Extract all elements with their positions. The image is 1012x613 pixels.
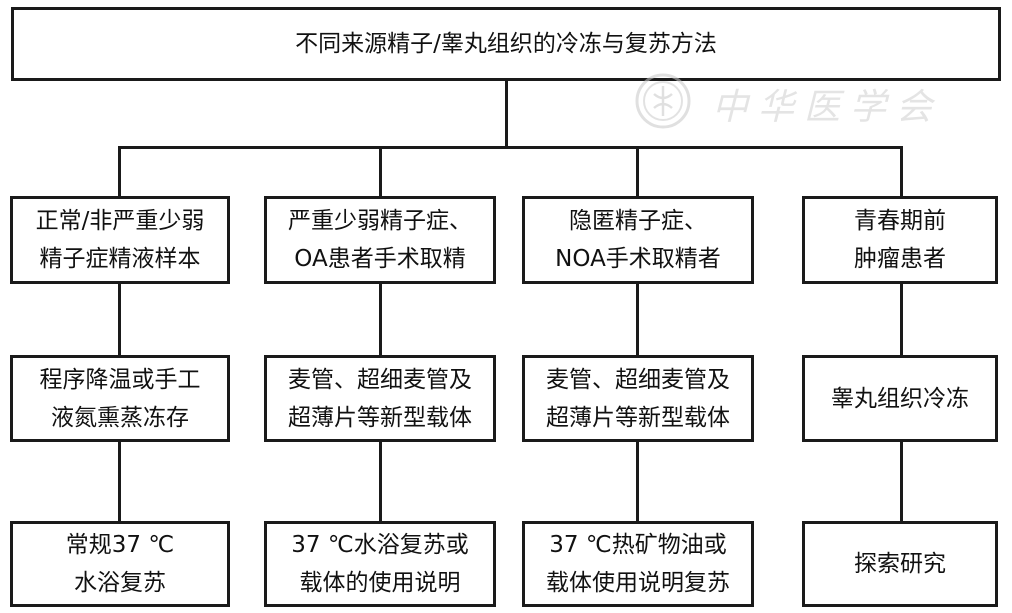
source-box-col4: 青春期前 肿瘤患者 <box>802 196 998 284</box>
source-to-freeze-connector-col3 <box>636 283 639 355</box>
freeze-text-col1: 程序降温或手工 液氮熏蒸冻存 <box>39 366 201 431</box>
freeze-text-col2: 麦管、超细麦管及 超薄片等新型载体 <box>288 366 472 431</box>
seal-logo-icon <box>635 73 691 129</box>
root-title: 不同来源精子/睾丸组织的冷冻与复苏方法 <box>295 31 717 57</box>
thaw-text-col4: 探索研究 <box>854 551 946 577</box>
freeze-to-thaw-connector-col2 <box>379 441 382 521</box>
source-box-col1: 正常/非严重少弱 精子症精液样本 <box>10 196 230 284</box>
source-text-col4: 青春期前 肿瘤患者 <box>854 208 946 272</box>
source-text-col1: 正常/非严重少弱 精子症精液样本 <box>35 208 205 272</box>
thaw-box-col4: 探索研究 <box>802 521 998 607</box>
source-text-col3: 隐匿精子症、 NOA手术取精者 <box>555 208 721 272</box>
root-title-box: 不同来源精子/睾丸组织的冷冻与复苏方法 <box>11 7 1001 81</box>
root-stem-connector <box>505 80 508 148</box>
freeze-text-col4: 睾丸组织冷冻 <box>831 385 969 412</box>
source-text-col2: 严重少弱精子症、 OA患者手术取精 <box>288 208 472 272</box>
freeze-box-col2: 麦管、超细麦管及 超薄片等新型载体 <box>264 355 496 442</box>
watermark: 中华医学会 <box>632 72 952 130</box>
source-to-freeze-connector-col4 <box>900 283 903 355</box>
source-to-freeze-connector-col1 <box>118 283 121 355</box>
drop-connector-col2 <box>379 146 382 196</box>
drop-connector-col1 <box>118 146 121 196</box>
drop-connector-col4 <box>900 146 903 196</box>
horizontal-bus-connector <box>118 146 903 149</box>
thaw-text-col1: 常规37 ℃ 水浴复苏 <box>65 532 175 596</box>
freeze-box-col1: 程序降温或手工 液氮熏蒸冻存 <box>10 355 230 442</box>
thaw-box-col3: 37 ℃热矿物油或 载体使用说明复苏 <box>522 521 754 607</box>
thaw-box-col1: 常规37 ℃ 水浴复苏 <box>10 521 230 607</box>
source-box-col3: 隐匿精子症、 NOA手术取精者 <box>522 196 754 284</box>
drop-connector-col3 <box>636 146 639 196</box>
freeze-to-thaw-connector-col1 <box>118 441 121 521</box>
freeze-box-col4: 睾丸组织冷冻 <box>802 355 998 442</box>
freeze-box-col3: 麦管、超细麦管及 超薄片等新型载体 <box>522 355 754 442</box>
thaw-box-col2: 37 ℃水浴复苏或 载体的使用说明 <box>264 521 496 607</box>
freeze-to-thaw-connector-col3 <box>636 441 639 521</box>
source-box-col2: 严重少弱精子症、 OA患者手术取精 <box>264 196 496 284</box>
watermark-text: 中华医学会 <box>712 87 943 128</box>
thaw-text-col3: 37 ℃热矿物油或 载体使用说明复苏 <box>546 532 730 596</box>
freeze-to-thaw-connector-col4 <box>900 441 903 521</box>
source-to-freeze-connector-col2 <box>379 283 382 355</box>
thaw-text-col2: 37 ℃水浴复苏或 载体的使用说明 <box>291 532 469 596</box>
freeze-text-col3: 麦管、超细麦管及 超薄片等新型载体 <box>546 366 730 431</box>
